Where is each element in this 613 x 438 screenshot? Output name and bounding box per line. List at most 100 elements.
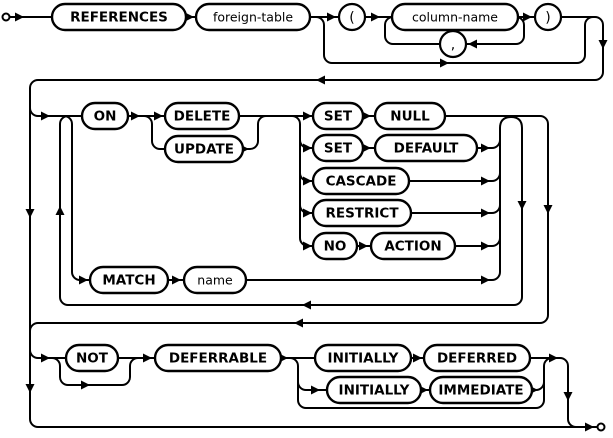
connector-line bbox=[532, 357, 553, 391]
flow-arrow-icon bbox=[362, 111, 371, 121]
node-label: , bbox=[451, 37, 455, 53]
connector-line bbox=[63, 115, 90, 281]
node-bubble bbox=[428, 375, 534, 405]
flow-arrow-icon bbox=[185, 12, 194, 22]
node-bubble bbox=[80, 101, 130, 131]
node-not: NOT bbox=[64, 343, 120, 373]
flow-arrow-icon bbox=[523, 12, 532, 22]
node-bubble bbox=[373, 133, 479, 163]
flow-arrow-icon bbox=[563, 392, 573, 401]
node-label: DEFAULT bbox=[394, 141, 459, 157]
node-bubble bbox=[194, 2, 312, 32]
node-label: ACTION bbox=[384, 239, 441, 255]
node-label: ) bbox=[545, 10, 550, 26]
node-label: INITIALLY bbox=[328, 351, 399, 367]
flow-arrow-icon bbox=[55, 206, 65, 215]
node-label: column-name bbox=[412, 10, 498, 25]
flow-arrow-icon bbox=[143, 353, 152, 363]
node-ftable: foreign-table bbox=[194, 2, 312, 32]
node-no: NO bbox=[311, 231, 359, 261]
node-bubble bbox=[182, 265, 248, 295]
flow-arrow-icon bbox=[303, 111, 312, 121]
node-lparen: ( bbox=[337, 2, 367, 32]
node-label: UPDATE bbox=[174, 142, 234, 158]
flow-arrow-icon bbox=[481, 275, 490, 285]
connector-line bbox=[29, 16, 604, 108]
node-bubble bbox=[50, 2, 188, 32]
node-label: ( bbox=[349, 10, 354, 26]
node-del: DELETE bbox=[163, 101, 241, 131]
flow-arrow-icon bbox=[303, 176, 312, 186]
connector-line bbox=[51, 357, 139, 386]
flow-arrow-icon bbox=[468, 39, 477, 49]
flow-arrow-icon bbox=[81, 380, 90, 390]
node-label: DELETE bbox=[174, 109, 231, 125]
node-defd: DEFERRED bbox=[422, 343, 532, 373]
node-bubble bbox=[311, 166, 411, 196]
node-label: DEFERRED bbox=[437, 351, 517, 367]
flow-arrow-icon bbox=[41, 353, 50, 363]
node-label: foreign-table bbox=[213, 10, 293, 25]
node-bubble bbox=[311, 133, 365, 163]
node-init2: INITIALLY bbox=[325, 375, 423, 405]
connector-line bbox=[530, 357, 597, 428]
node-init1: INITIALLY bbox=[313, 343, 413, 373]
connector-line bbox=[246, 271, 501, 281]
flow-arrow-icon bbox=[371, 12, 380, 22]
connector-line bbox=[29, 107, 82, 117]
node-label: ON bbox=[94, 109, 117, 125]
node-label: SET bbox=[324, 109, 353, 125]
flow-arrow-icon bbox=[481, 143, 490, 153]
node-null: NULL bbox=[373, 101, 447, 131]
node-label: IMMEDIATE bbox=[438, 383, 523, 399]
node-name: name bbox=[182, 265, 248, 295]
flow-arrow-icon bbox=[481, 241, 490, 251]
node-bubble bbox=[390, 2, 520, 32]
connector-line bbox=[384, 16, 440, 45]
connector-line bbox=[477, 139, 501, 149]
node-casc: CASCADE bbox=[311, 166, 411, 196]
flow-arrow-icon bbox=[543, 205, 553, 214]
flow-arrow-icon bbox=[440, 58, 449, 68]
flow-arrow-icon bbox=[303, 208, 312, 218]
node-label: NO bbox=[324, 239, 347, 255]
flow-arrow-icon bbox=[327, 12, 336, 22]
node-comma: , bbox=[438, 29, 468, 59]
node-set2: SET bbox=[311, 133, 365, 163]
connector-line bbox=[29, 350, 597, 428]
connector-line bbox=[315, 16, 594, 64]
flow-arrow-icon bbox=[481, 208, 490, 218]
node-rparen: ) bbox=[533, 2, 563, 32]
node-label: REFERENCES bbox=[70, 10, 168, 26]
node-upd: UPDATE bbox=[163, 134, 245, 164]
node-bubble bbox=[325, 375, 423, 405]
node-label: NULL bbox=[390, 109, 430, 125]
flow-arrow-icon bbox=[25, 209, 35, 218]
node-label: RESTRICT bbox=[325, 206, 399, 222]
start-terminal bbox=[1, 12, 11, 22]
node-label: name bbox=[197, 273, 233, 288]
node-bubble bbox=[373, 101, 447, 131]
connector-line bbox=[59, 115, 523, 306]
flow-arrow-icon bbox=[359, 241, 368, 251]
node-bubble bbox=[311, 101, 365, 131]
node-set1: SET bbox=[311, 101, 365, 131]
flow-arrow-icon bbox=[549, 353, 558, 363]
node-defer: DEFERRABLE bbox=[153, 343, 283, 373]
node-bubble bbox=[64, 343, 120, 373]
flow-arrow-icon bbox=[585, 422, 594, 432]
node-label: MATCH bbox=[102, 273, 155, 289]
node-bubble bbox=[163, 134, 245, 164]
connector-line bbox=[29, 349, 66, 359]
node-act: ACTION bbox=[369, 231, 457, 261]
node-bubble bbox=[88, 265, 170, 295]
node-label: INITIALLY bbox=[339, 383, 410, 399]
node-on: ON bbox=[80, 101, 130, 131]
end-terminal bbox=[596, 422, 606, 432]
node-bubble bbox=[422, 343, 532, 373]
flow-arrow-icon bbox=[481, 176, 490, 186]
node-restr: RESTRICT bbox=[311, 198, 413, 228]
flow-arrow-icon bbox=[517, 201, 527, 210]
flow-arrow-icon bbox=[413, 353, 422, 363]
